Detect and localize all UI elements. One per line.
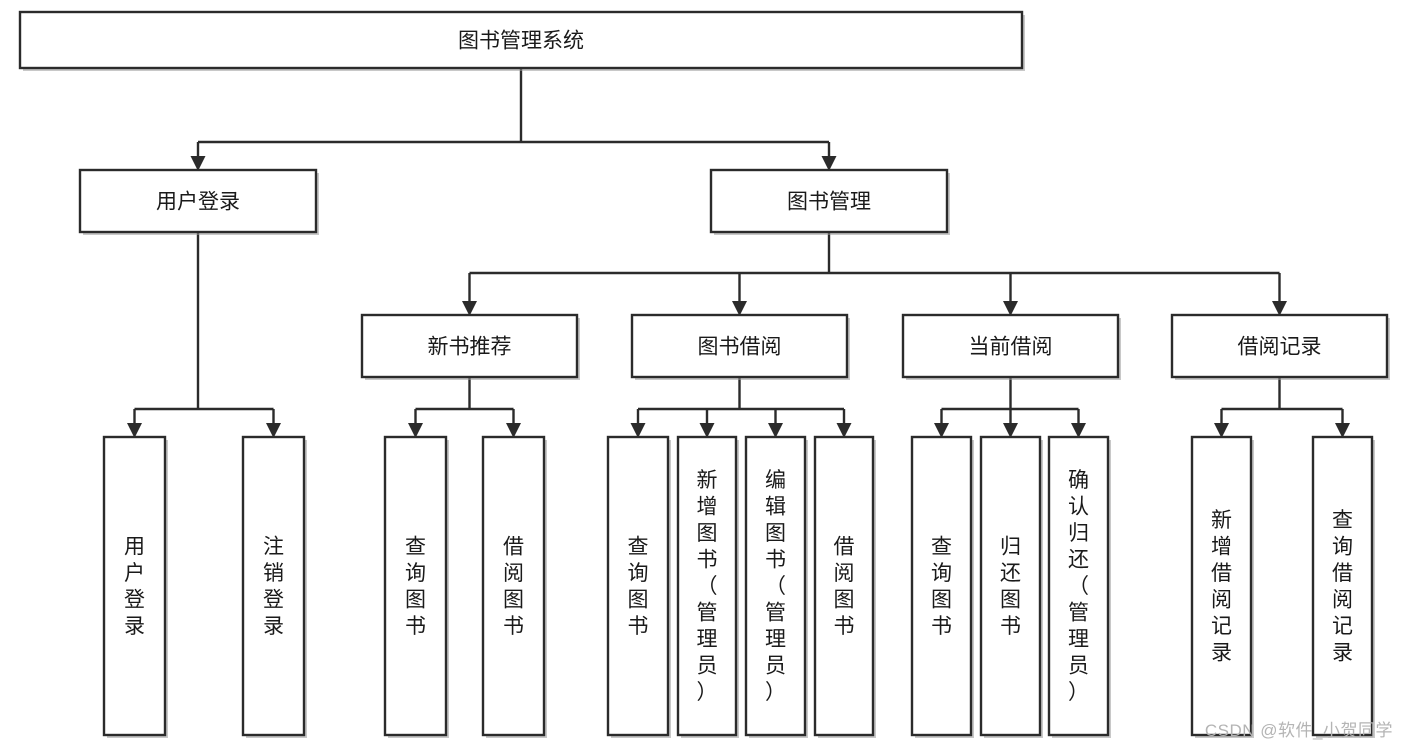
node-label: 注销登录 — [263, 535, 284, 638]
node-borrow-record[interactable]: 借阅记录 — [1170, 313, 1390, 380]
arrow-head-icon — [732, 301, 747, 316]
edge-group-user-login — [127, 232, 281, 438]
node-current-borrow[interactable]: 当前借阅 — [901, 313, 1121, 380]
edge-group-borrow-record — [1214, 377, 1350, 438]
node-label: 图书管理 — [787, 191, 871, 214]
node-label: 查询图书 — [931, 535, 952, 638]
node-leaf-borrow-add[interactable]: 新增图书（管理员） — [676, 435, 739, 738]
node-label: 确认归还（管理员） — [1068, 469, 1089, 704]
node-label: 图书管理系统 — [458, 30, 584, 53]
arrow-head-icon — [836, 423, 852, 438]
node-layer: 图书管理系统用户登录图书管理新书推荐图书借阅当前借阅借阅记录用户登录注销登录查询… — [18, 10, 1390, 738]
node-label: 图书借阅 — [698, 336, 782, 359]
node-leaf-rec-search[interactable]: 查询借阅记录 — [1311, 435, 1375, 738]
arrow-head-icon — [1272, 301, 1287, 316]
node-label: 用户登录 — [124, 535, 145, 638]
node-label: 用户登录 — [156, 191, 240, 214]
arrow-head-icon — [1071, 423, 1086, 438]
node-leaf-cur-confirm[interactable]: 确认归还（管理员） — [1047, 435, 1111, 738]
node-label: 归还图书 — [1000, 535, 1021, 638]
edge-layer — [127, 68, 1350, 438]
node-leaf-logout[interactable]: 注销登录 — [241, 435, 307, 738]
edge-group-book-manage — [462, 232, 1287, 316]
node-label: 查询借阅记录 — [1332, 508, 1353, 664]
edge-group-book-borrow — [630, 377, 852, 438]
node-leaf-rec-borrow[interactable]: 借阅图书 — [481, 435, 547, 738]
arrow-head-icon — [1003, 423, 1018, 438]
arrow-head-icon — [266, 423, 281, 438]
node-root[interactable]: 图书管理系统 — [18, 10, 1025, 71]
node-label: 借阅记录 — [1238, 336, 1322, 359]
arrow-head-icon — [768, 423, 783, 438]
arrow-head-icon — [408, 423, 423, 438]
arrow-head-icon — [190, 156, 206, 171]
node-label: 查询图书 — [405, 535, 426, 638]
node-leaf-borrow-query[interactable]: 查询图书 — [606, 435, 671, 738]
node-leaf-rec-add[interactable]: 新增借阅记录 — [1190, 435, 1254, 738]
arrow-head-icon — [127, 423, 142, 438]
edge-group-current-borrow — [934, 377, 1086, 438]
node-leaf-cur-query[interactable]: 查询图书 — [910, 435, 974, 738]
arrow-head-icon — [934, 423, 949, 438]
node-label: 借阅图书 — [834, 535, 855, 638]
arrow-head-icon — [1335, 423, 1350, 438]
node-leaf-borrow-edit[interactable]: 编辑图书（管理员） — [744, 435, 808, 738]
arrow-head-icon — [1214, 423, 1229, 438]
node-leaf-rec-query[interactable]: 查询图书 — [383, 435, 449, 738]
edge-group-new-book-rec — [408, 377, 521, 438]
node-user-login[interactable]: 用户登录 — [78, 168, 319, 235]
node-label: 编辑图书（管理员） — [765, 469, 786, 704]
arrow-head-icon — [821, 156, 837, 171]
node-label: 新增图书（管理员） — [697, 469, 718, 704]
node-label: 新书推荐 — [428, 336, 512, 359]
node-label: 当前借阅 — [969, 336, 1053, 359]
node-leaf-user-login[interactable]: 用户登录 — [102, 435, 168, 738]
arrow-head-icon — [630, 423, 646, 438]
node-book-borrow[interactable]: 图书借阅 — [630, 313, 850, 380]
arrow-head-icon — [1003, 301, 1018, 316]
arrow-head-icon — [506, 423, 521, 438]
arrow-head-icon — [462, 301, 477, 316]
node-leaf-cur-return[interactable]: 归还图书 — [979, 435, 1043, 738]
arrow-head-icon — [699, 423, 715, 438]
node-leaf-borrow-do[interactable]: 借阅图书 — [813, 435, 876, 738]
node-label: 借阅图书 — [503, 535, 524, 638]
node-book-manage[interactable]: 图书管理 — [709, 168, 950, 235]
edge-group-root — [190, 68, 837, 171]
node-new-book-rec[interactable]: 新书推荐 — [360, 313, 580, 380]
node-label: 查询图书 — [628, 535, 649, 638]
node-label: 新增借阅记录 — [1211, 508, 1232, 664]
